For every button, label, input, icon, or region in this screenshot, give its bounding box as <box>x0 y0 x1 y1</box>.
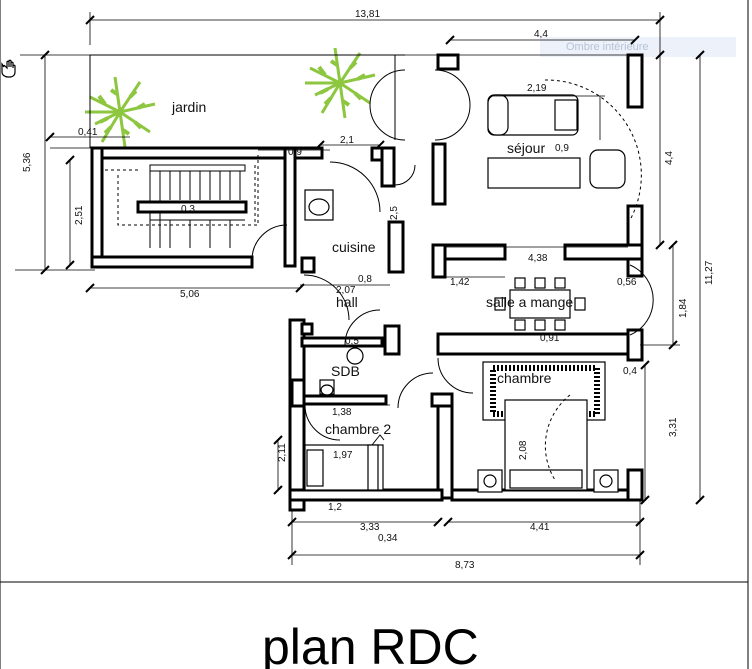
room-hall: hall <box>336 294 358 310</box>
dim-5-36: 5,36 <box>22 152 33 172</box>
dim-0-41: 0,41 <box>78 127 98 138</box>
dim-11-27: 11,27 <box>704 260 715 285</box>
dim-0-34: 0,34 <box>378 533 398 544</box>
room-labels: jardin séjour cuisine hall salle a mange… <box>171 99 573 437</box>
inner-dimensions: 2,19 0,9 0,41 0,9 2,1 2,51 0,3 2,5 4,38 … <box>45 83 680 461</box>
room-cuisine: cuisine <box>332 239 376 255</box>
dim-0-91: 0,91 <box>540 333 560 344</box>
dim-3-31: 3,31 <box>668 417 679 437</box>
dim-0-3: 0,3 <box>181 204 195 215</box>
room-chambre-2: chambre 2 <box>325 421 391 437</box>
dim-4-4-top: 4,4 <box>534 29 548 40</box>
doors <box>303 69 654 441</box>
dim-5-06: 5,06 <box>180 289 200 300</box>
dim-0-9-stair: 0,9 <box>288 147 302 158</box>
dim-1-84: 1,84 <box>678 298 689 318</box>
room-salle-a-manger: salle a mange <box>486 294 573 310</box>
dim-3-33: 3,33 <box>360 522 380 533</box>
dim-2-5: 2,5 <box>389 206 400 220</box>
dim-2-08: 2,08 <box>518 440 529 460</box>
plant-icon <box>85 76 156 148</box>
dim-2-1: 2,1 <box>340 135 354 146</box>
walls <box>90 53 644 512</box>
dim-0-9-sejour: 0,9 <box>555 143 569 154</box>
plant-icon <box>305 47 376 119</box>
room-sdb: SDB <box>331 363 360 379</box>
dim-4-38: 4,38 <box>528 253 548 264</box>
room-sejour: séjour <box>507 140 545 156</box>
dim-0-8: 0,8 <box>358 274 372 285</box>
dim-1-97: 1,97 <box>333 450 353 461</box>
room-jardin: jardin <box>171 99 206 115</box>
dim-2-19: 2,19 <box>527 83 547 94</box>
dim-2-51: 2,51 <box>74 205 85 225</box>
dim-1-2: 1,2 <box>328 502 342 513</box>
dim-1-42: 1,42 <box>450 277 470 288</box>
dim-0-4: 0,4 <box>623 366 637 377</box>
dim-8-73: 8,73 <box>455 560 475 571</box>
page-title: plan RDC <box>262 619 479 669</box>
hand-icon[interactable] <box>1 59 16 78</box>
dim-4-41: 4,41 <box>530 522 550 533</box>
shadow-toolbar-label: Ombre intérieure <box>566 41 649 53</box>
staircase <box>105 155 288 261</box>
room-chambre: chambre <box>497 370 552 386</box>
dim-0-5: 0,5 <box>345 336 359 347</box>
dim-2-11: 2,11 <box>277 443 288 462</box>
dim-13-81: 13,81 <box>355 9 380 20</box>
shadow-toolbar[interactable] <box>540 37 736 57</box>
dim-4-4-right: 4,4 <box>664 151 675 165</box>
dim-2-07: 2,07 <box>336 285 356 296</box>
furniture <box>304 79 642 493</box>
dim-0-56: 0,56 <box>617 277 637 288</box>
dim-1-38: 1,38 <box>332 407 352 418</box>
